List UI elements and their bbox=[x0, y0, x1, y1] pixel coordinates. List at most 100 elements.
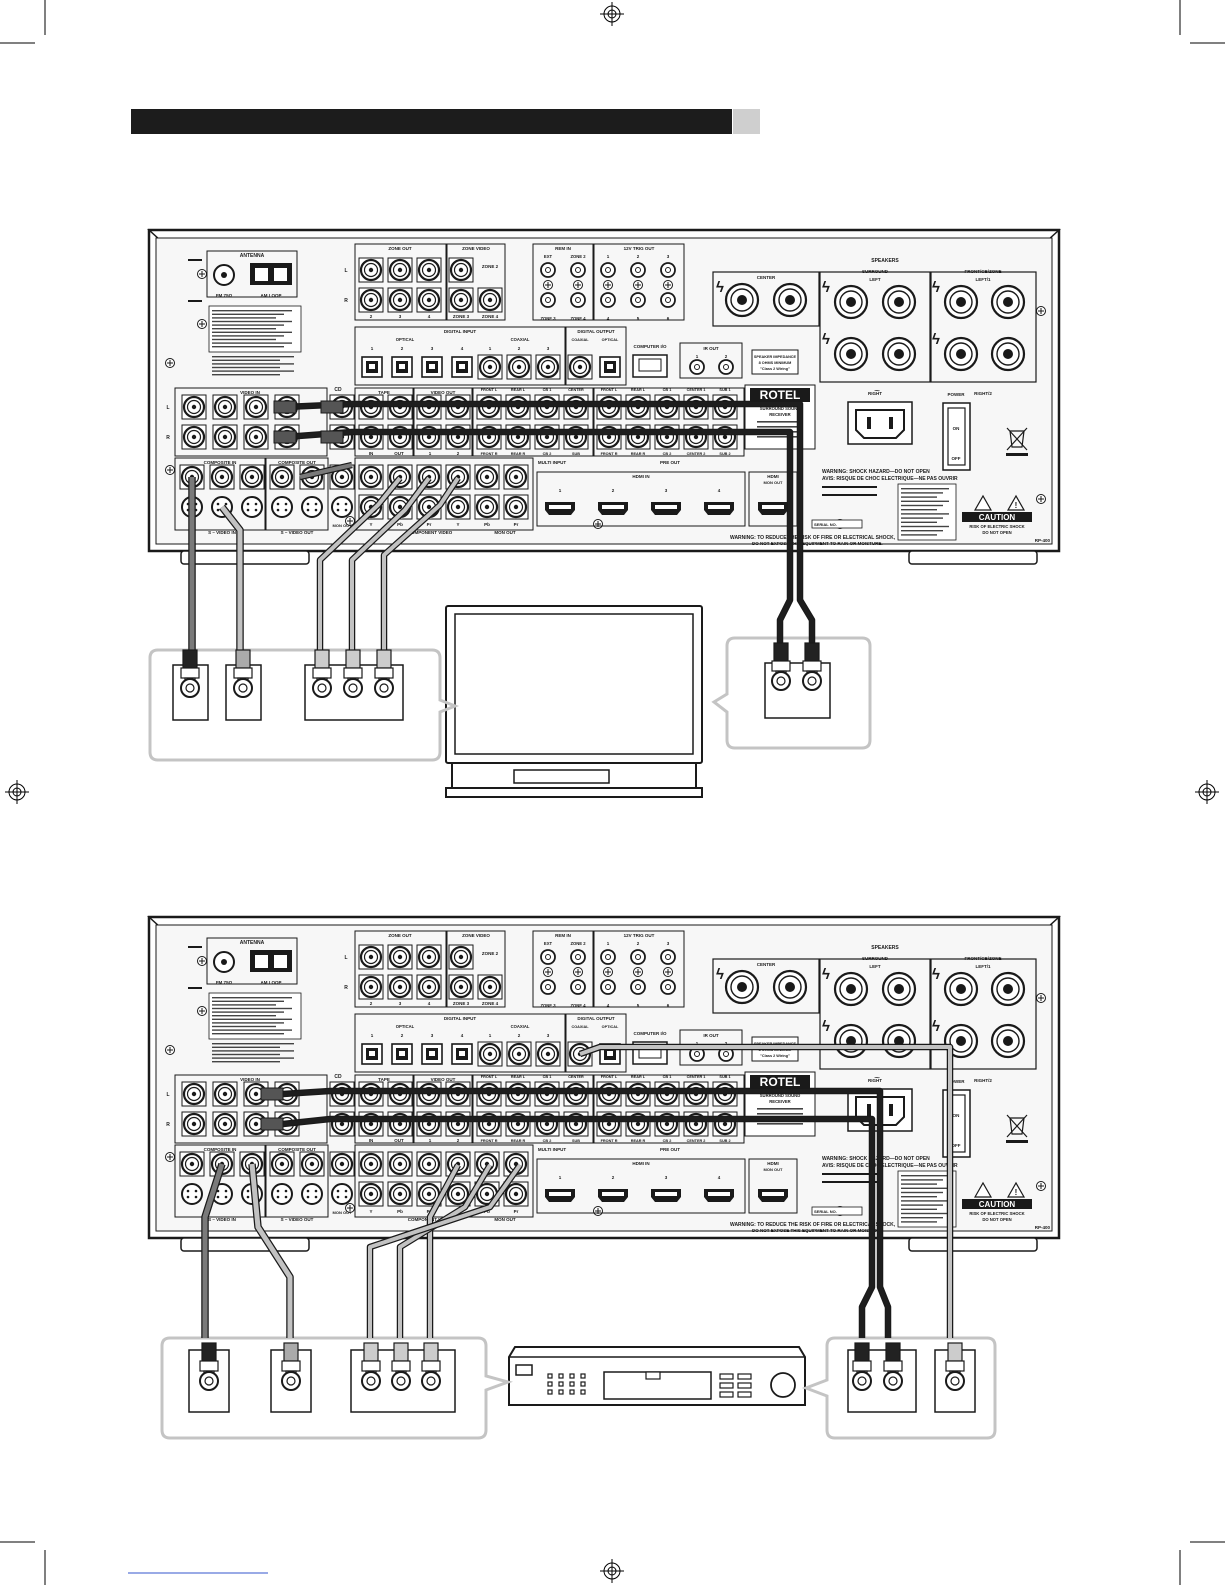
screw-slot bbox=[167, 467, 173, 473]
dvd-player bbox=[508, 1346, 806, 1406]
trig-jack bbox=[600, 979, 616, 995]
component-jack-ring bbox=[392, 469, 408, 485]
dts-notice-text bbox=[901, 521, 937, 523]
optical-shutter bbox=[429, 364, 435, 369]
serial-box bbox=[811, 519, 863, 529]
hdmi-num-label: 4 bbox=[718, 1175, 721, 1180]
zone4-label: ZONE 4 bbox=[482, 1001, 499, 1006]
trig-jack-core bbox=[635, 954, 641, 960]
pre-out-label: SUB 1 bbox=[719, 388, 730, 392]
dvd-y-plug-collar bbox=[361, 1360, 381, 1372]
pre-out-jack-pin bbox=[635, 1121, 641, 1127]
trig-jack-core bbox=[665, 984, 671, 990]
dvd-button-icon bbox=[580, 1381, 586, 1387]
svideo-pin bbox=[314, 502, 318, 506]
multi-input-label: FRONT L bbox=[481, 388, 498, 392]
vo-num-label: 2 bbox=[457, 1138, 460, 1143]
dvd-audio-cable-l bbox=[282, 1089, 890, 1338]
component-chan-label: Pb bbox=[484, 522, 490, 527]
multi-input-jack-pin bbox=[573, 1121, 579, 1127]
pre-out-label: CB 1 bbox=[663, 388, 672, 392]
model-code-label: RP-400 bbox=[1035, 538, 1051, 543]
svideo-pin bbox=[284, 1195, 288, 1199]
zone-video-jack-pin bbox=[458, 267, 464, 273]
svideo-out-jack bbox=[301, 1183, 323, 1205]
brand-logo: ROTEL bbox=[760, 1075, 801, 1089]
multi-input-label: CENTER bbox=[568, 1075, 584, 1079]
trig-jack-core bbox=[605, 954, 611, 960]
speaker-post-core bbox=[846, 297, 856, 307]
digital-output-label: DIGITAL OUTPUT bbox=[577, 329, 615, 334]
ac-inlet-socket bbox=[855, 409, 905, 439]
rem-zone4-label: ZONE 4 bbox=[570, 1003, 586, 1008]
pre-out-jack-pin bbox=[664, 1121, 670, 1127]
multi-input-label: REAR R bbox=[511, 1139, 526, 1143]
dvd-audio-cable-r bbox=[282, 1117, 874, 1338]
computer-io-label: COMPUTER I/O bbox=[633, 1031, 667, 1036]
speaker-post-core bbox=[846, 349, 856, 359]
svideo-pin bbox=[246, 1189, 250, 1193]
registration-mark-left bbox=[5, 780, 29, 804]
center-label: CENTER bbox=[757, 275, 776, 280]
speaker-post-ring bbox=[887, 290, 911, 314]
fcc-notice-text bbox=[212, 317, 276, 319]
serial-label: SERIAL NO. bbox=[814, 1209, 837, 1214]
multi-input-label: SUB bbox=[572, 1139, 580, 1143]
screw-slot bbox=[167, 1154, 173, 1160]
rem-zone2-label: ZONE 2 bbox=[570, 254, 586, 259]
tape-video-out-jack-pin bbox=[397, 434, 403, 440]
dvd-svideo-plug-collar bbox=[281, 1360, 301, 1372]
tape-video-out-jack-pin bbox=[426, 1121, 432, 1127]
fcc-notice-text bbox=[212, 1022, 284, 1024]
class2-label: "Class 2 Wiring" bbox=[760, 1054, 790, 1058]
surround-speaker-box bbox=[819, 271, 931, 383]
rem-in-jack-core bbox=[545, 954, 551, 960]
model-code-label: RP-400 bbox=[1035, 1225, 1051, 1230]
zone4-label: ZONE 4 bbox=[482, 314, 499, 319]
pre-out-label: REAR R bbox=[631, 452, 646, 456]
trig-jack-core bbox=[605, 267, 611, 273]
tv-pb-plug bbox=[345, 649, 361, 669]
screw-slot bbox=[545, 969, 551, 975]
svideo-pin bbox=[276, 1189, 280, 1193]
component-chan-label: Pr bbox=[514, 522, 519, 527]
label-line bbox=[822, 1173, 877, 1175]
speaker-post-ring bbox=[839, 290, 863, 314]
dvd-digital-plug-collar bbox=[945, 1360, 965, 1372]
component-jack-ring bbox=[450, 499, 466, 515]
speaker-post-ring bbox=[996, 977, 1020, 1001]
pre-out-jack-pin bbox=[722, 1121, 728, 1127]
brand-badge bbox=[750, 1075, 810, 1089]
antenna-box bbox=[206, 937, 298, 985]
video-in-jack-ring bbox=[248, 429, 264, 445]
speaker-post-ring bbox=[949, 1029, 973, 1053]
hdmi-in-port-slot bbox=[655, 1192, 677, 1196]
fcc-notice-text bbox=[212, 997, 292, 999]
surround-label: SURROUND bbox=[862, 956, 889, 961]
dvd-button-icon bbox=[558, 1389, 564, 1395]
electric-icon: ϟ bbox=[932, 279, 940, 296]
power-off-label: OFF bbox=[952, 1143, 961, 1148]
trig-jack bbox=[630, 949, 646, 965]
surround-left-label: LEFT bbox=[869, 277, 880, 282]
screw-slot bbox=[347, 518, 353, 524]
fcc-notice-text bbox=[212, 320, 292, 323]
dvd-digital-jack bbox=[945, 1371, 965, 1391]
video-out-label: VIDEO OUT bbox=[431, 390, 456, 395]
speaker-post-core bbox=[846, 984, 856, 994]
dvd-composite-plug bbox=[201, 1342, 217, 1362]
component-jack-ring bbox=[450, 1186, 466, 1202]
trig-num-label: 2 bbox=[637, 941, 640, 946]
exclamation-mark: ! bbox=[1015, 501, 1018, 510]
dolby-notice-text bbox=[212, 356, 294, 358]
component-jack-ring bbox=[392, 1186, 408, 1202]
tv-svideo-cable bbox=[220, 505, 243, 650]
pre-out-label: REAR R bbox=[631, 1139, 646, 1143]
registration-mark-right bbox=[1195, 780, 1219, 804]
dvd-video-outputs-callout bbox=[160, 1336, 513, 1440]
dvd-digital-plug bbox=[947, 1342, 963, 1362]
zone-out-jack-pin bbox=[426, 267, 432, 273]
dvd-audio-plug-r-collar bbox=[883, 1360, 903, 1372]
dvd-svideo-jack bbox=[281, 1371, 301, 1391]
